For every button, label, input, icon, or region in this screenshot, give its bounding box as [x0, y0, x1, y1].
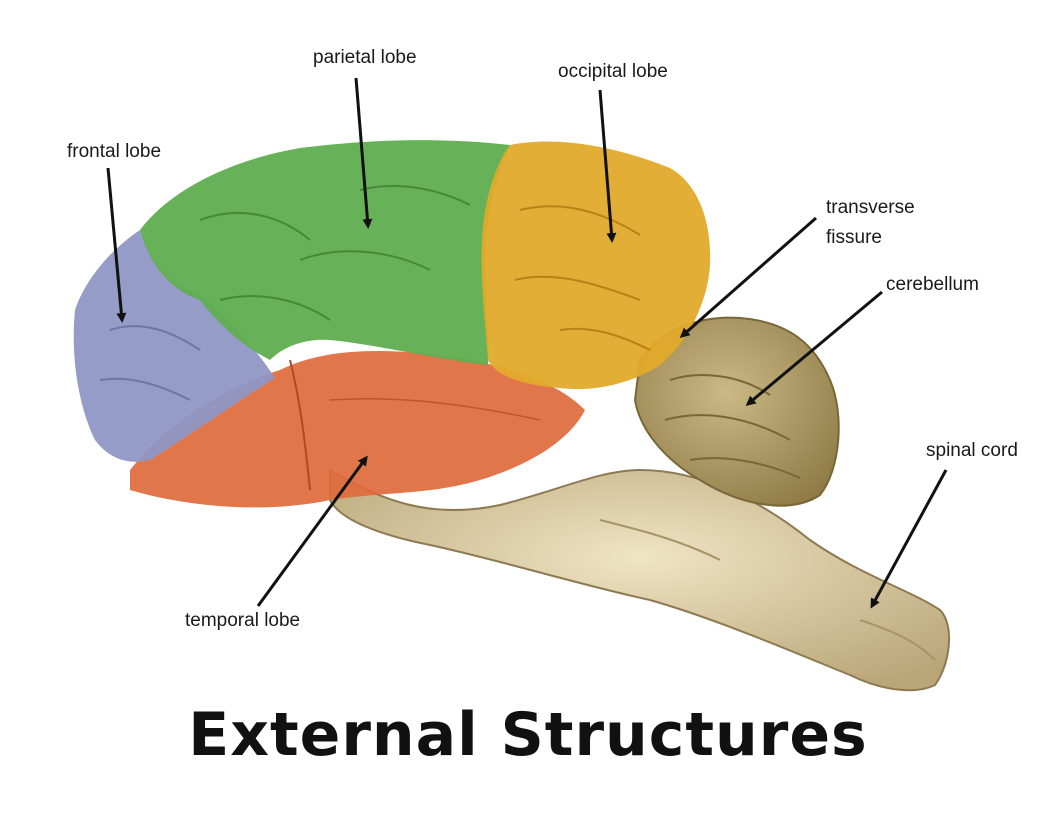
cerebellum-fold — [669, 374, 771, 396]
occipital-fold — [519, 205, 641, 236]
parietal-fold — [299, 250, 431, 271]
brainstem-region — [329, 468, 951, 692]
frontal-lobe-region — [73, 230, 276, 462]
spinal-texture — [859, 619, 936, 661]
label-parietal-lobe: parietal lobe — [313, 47, 417, 68]
parietal-fold — [199, 211, 311, 241]
label-occipital-lobe: occipital lobe — [558, 61, 668, 82]
parietal-fold — [359, 184, 471, 206]
cerebellum-fold — [664, 414, 791, 441]
arrow-parietal — [354, 77, 373, 229]
temporal-fold — [329, 397, 541, 421]
temporal-fold — [289, 359, 311, 491]
arrow-cerebellum — [745, 290, 883, 406]
arrow-occipital — [598, 89, 617, 243]
arrow-transverse-fissure — [679, 216, 817, 338]
label-temporal-lobe: temporal lobe — [185, 610, 301, 631]
frontal-fold — [99, 377, 191, 401]
arrow-temporal — [256, 455, 368, 607]
stem-texture — [599, 519, 721, 561]
label-cerebellum: cerebellum — [886, 274, 979, 295]
label-spinal-cord: spinal cord — [926, 440, 1018, 461]
arrow-spinal-cord — [870, 469, 948, 609]
page-title: External Structures — [188, 700, 868, 770]
parietal-fold — [219, 295, 331, 321]
occipital-fold — [559, 327, 651, 351]
frontal-fold — [109, 325, 201, 351]
cerebellum-region — [633, 316, 840, 507]
occipital-fold — [514, 275, 641, 301]
label-fissure: fissure — [826, 227, 882, 248]
arrow-frontal — [106, 167, 127, 323]
cerebellum-fold — [689, 457, 801, 479]
occipital-lobe-region — [481, 141, 711, 390]
label-transverse: transverse — [826, 197, 915, 218]
label-frontal-lobe: frontal lobe — [67, 141, 162, 162]
